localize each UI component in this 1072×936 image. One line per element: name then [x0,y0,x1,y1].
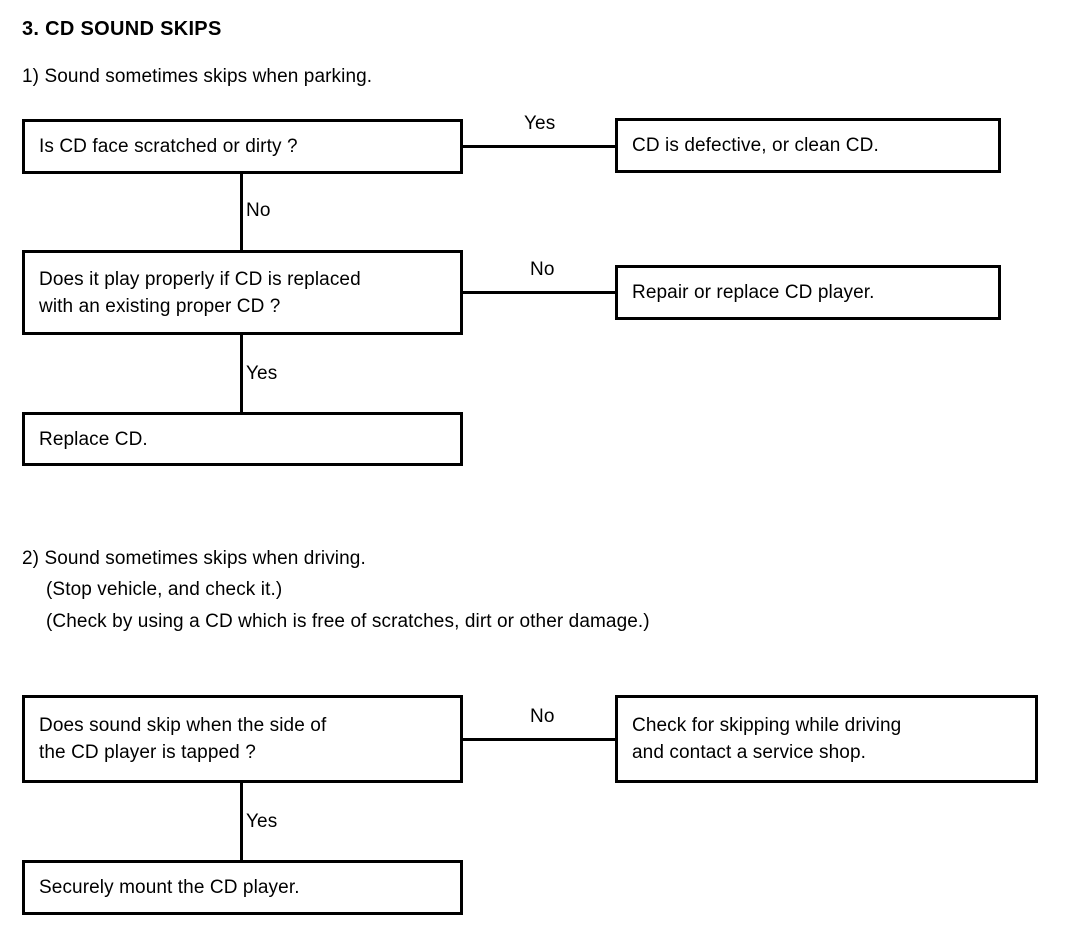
subsection-2-heading: 2) Sound sometimes skips when driving. [22,548,366,569]
flow-node-q2: Does it play properly if CD is replaced … [22,250,463,335]
connector-q1-no-vertical [240,174,243,252]
flow-node-q3-line-2: the CD player is tapped ? [39,742,256,763]
connector-q2-yes-vertical [240,335,243,414]
subsection-2-note-line-2: (Check by using a CD which is free of sc… [46,611,650,632]
flow-node-q1-line-1: Is CD face scratched or dirty ? [39,136,298,157]
flow-node-a3: Check for skipping while driving and con… [615,695,1038,783]
flow-node-replace-cd: Replace CD. [22,412,463,466]
connector-q2-no-horizontal [463,291,617,294]
flow-node-a2: Repair or replace CD player. [615,265,1001,320]
connector-q3-yes-vertical [240,783,243,862]
subsection-2-note-line-1: (Stop vehicle, and check it.) [46,579,283,600]
flow-node-q1: Is CD face scratched or dirty ? [22,119,463,174]
subsection-1-heading: 1) Sound sometimes skips when parking. [22,66,373,87]
flow-node-q3: Does sound skip when the side of the CD … [22,695,463,783]
edge-label-q2-yes: Yes [246,363,278,384]
flow-node-q2-line-2: with an existing proper CD ? [39,295,281,317]
flow-node-a1: CD is defective, or clean CD. [615,118,1001,173]
flow-node-a1-line-1: CD is defective, or clean CD. [632,135,879,156]
flow-node-q3-line-1: Does sound skip when the side of [39,715,327,736]
edge-label-q1-yes: Yes [524,113,556,134]
flow-node-replace-cd-line-1: Replace CD. [39,428,148,450]
flow-node-securely-mount: Securely mount the CD player. [22,860,463,915]
flow-node-q2-line-1: Does it play properly if CD is replaced [39,268,361,290]
flow-node-a3-line-2: and contact a service shop. [632,742,867,763]
edge-label-q3-yes: Yes [246,811,278,832]
edge-label-q2-no: No [530,259,555,280]
flow-node-a2-line-1: Repair or replace CD player. [632,282,875,303]
edge-label-q3-no: No [530,706,555,727]
connector-q3-no-horizontal [463,738,617,741]
connector-q1-yes-horizontal [463,145,617,148]
flow-node-securely-mount-line-1: Securely mount the CD player. [39,877,300,898]
edge-label-q1-no: No [246,200,271,221]
flow-node-a3-line-1: Check for skipping while driving [632,715,902,736]
page-title: 3. CD SOUND SKIPS [22,18,222,40]
